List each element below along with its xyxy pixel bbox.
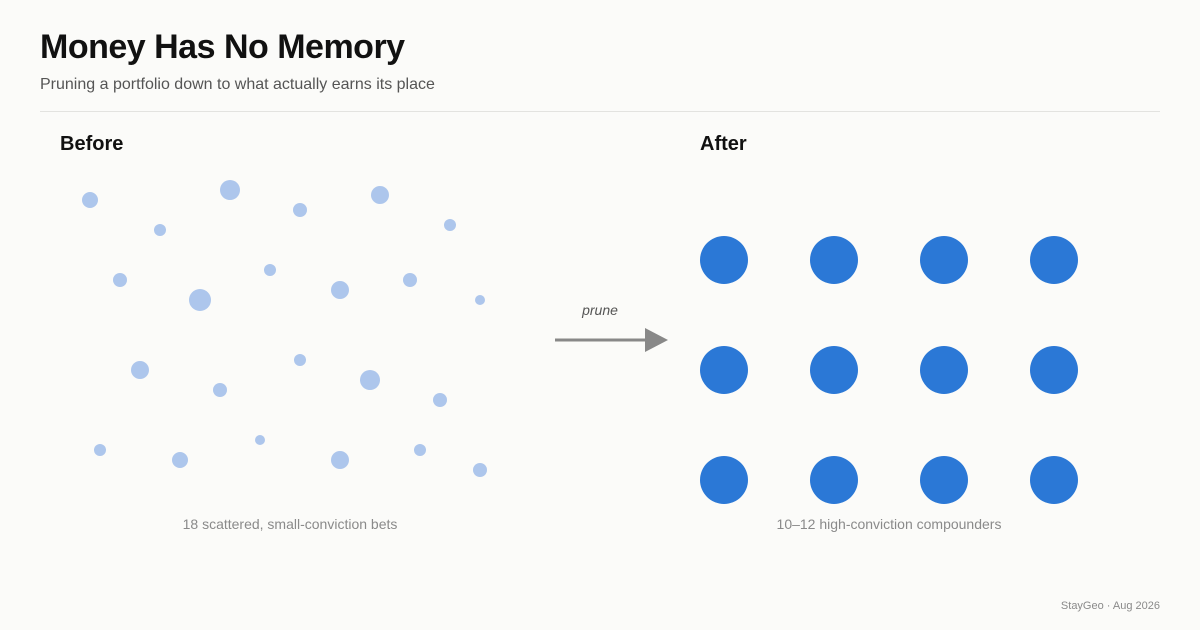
after-compounder-dot xyxy=(1030,236,1078,284)
before-bet-dot xyxy=(213,383,227,397)
after-compounder-dot xyxy=(1030,346,1078,394)
header-divider xyxy=(40,111,1160,112)
before-bet-dot xyxy=(473,463,487,477)
after-compounder-dot xyxy=(810,236,858,284)
before-bet-dot xyxy=(360,370,380,390)
after-compounder-dot xyxy=(920,456,968,504)
prune-arrow-label: prune xyxy=(582,302,618,318)
prune-arrow-head xyxy=(645,328,668,352)
before-bet-dot xyxy=(294,354,306,366)
footer-credit: StayGeo · Aug 2026 xyxy=(1060,600,1160,612)
page-title: Money Has No Memory xyxy=(40,28,405,66)
before-bet-dot xyxy=(475,295,485,305)
before-bet-dot xyxy=(264,264,276,276)
prune-arrow xyxy=(555,328,668,352)
after-compounder-dot xyxy=(810,456,858,504)
after-compounder-dot xyxy=(1030,456,1078,504)
after-compounder-dot xyxy=(700,236,748,284)
before-bet-dot xyxy=(414,444,426,456)
after-compounder-dot xyxy=(920,346,968,394)
before-bet-dot xyxy=(94,444,106,456)
before-bet-dot xyxy=(131,361,149,379)
before-bet-dot xyxy=(293,203,307,217)
after-compounder-dot xyxy=(810,346,858,394)
page-subtitle: Pruning a portfolio down to what actuall… xyxy=(40,76,435,93)
before-bet-dot xyxy=(113,273,127,287)
before-bet-dot xyxy=(220,180,240,200)
before-bet-dot xyxy=(444,219,456,231)
before-bet-dot xyxy=(371,186,389,204)
after-panel-label: After xyxy=(700,133,747,155)
before-bet-dot xyxy=(255,435,265,445)
after-compounder-dot xyxy=(700,456,748,504)
before-bet-dot xyxy=(403,273,417,287)
before-bet-dot xyxy=(189,289,211,311)
before-caption: 18 scattered, small-conviction bets xyxy=(182,516,398,532)
before-bet-dot xyxy=(433,393,447,407)
after-compounder-dot xyxy=(700,346,748,394)
before-bet-dot xyxy=(172,452,188,468)
after-compounder-dot xyxy=(920,236,968,284)
after-caption: 10–12 high-conviction compounders xyxy=(776,516,1002,532)
before-bet-dot xyxy=(331,281,349,299)
before-dot-cluster xyxy=(82,180,487,477)
before-panel-label: Before xyxy=(60,133,124,155)
before-bet-dot xyxy=(82,192,98,208)
after-dot-grid xyxy=(700,236,1078,504)
before-bet-dot xyxy=(331,451,349,469)
before-bet-dot xyxy=(154,224,166,236)
